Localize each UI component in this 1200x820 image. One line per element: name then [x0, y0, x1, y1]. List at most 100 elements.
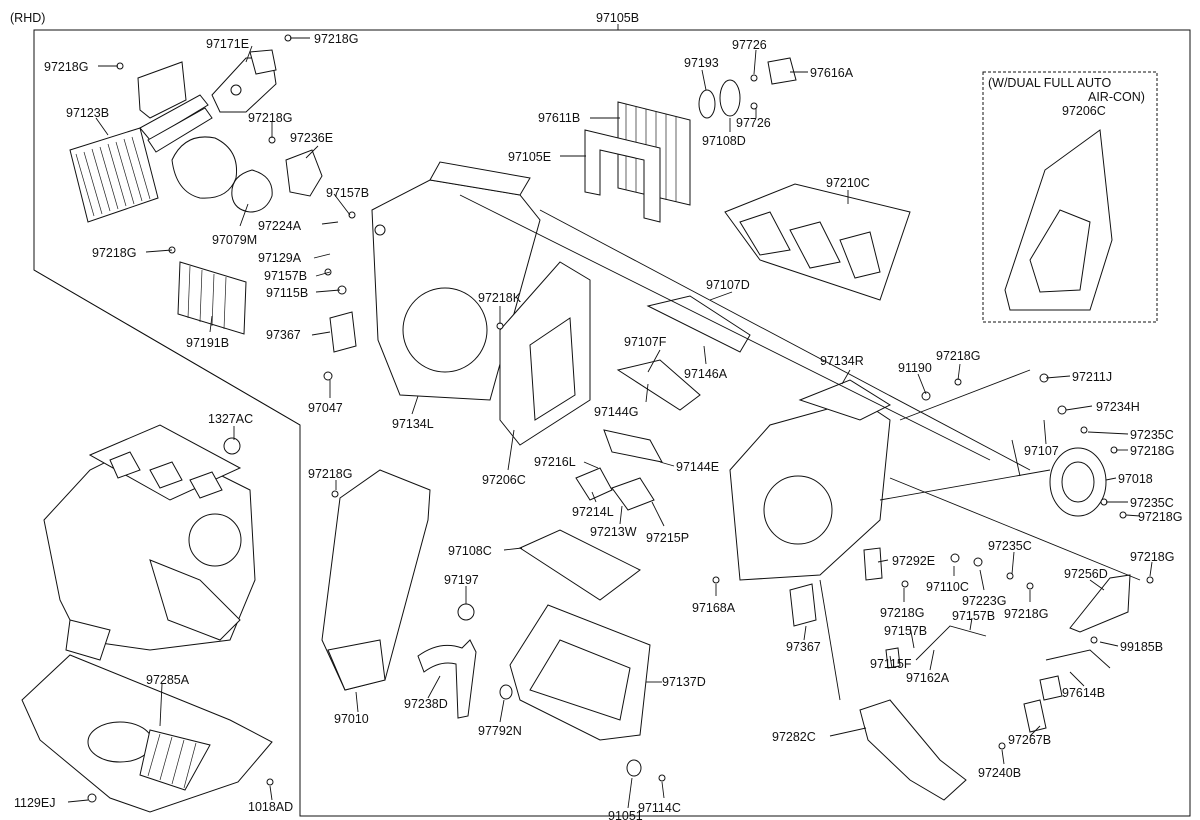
part-label: 97107	[1024, 444, 1059, 458]
part-label: 97144G	[594, 405, 638, 419]
part-label: 97134R	[820, 354, 864, 368]
part-label: 97123B	[66, 106, 109, 120]
part-label: 97367	[266, 328, 301, 342]
top-duct-illustration	[724, 183, 911, 301]
actuator-illustration	[285, 149, 323, 197]
door-piece-illustration	[575, 467, 613, 501]
o-ring-illustration	[698, 89, 716, 119]
lever-illustration	[885, 647, 901, 669]
bushing-illustration	[626, 759, 642, 777]
part-label: 97223G	[962, 594, 1006, 608]
part-label: 97236E	[290, 131, 333, 145]
sensor-illustration-2	[1023, 699, 1047, 733]
part-label: 97107F	[624, 335, 667, 349]
part-label: 97157B	[952, 609, 995, 623]
part-label: 97105E	[508, 150, 551, 164]
part-label: 97162A	[906, 671, 950, 685]
part-label: 97108D	[702, 134, 746, 148]
part-label: 91190	[898, 361, 932, 375]
part-label: 97171E	[206, 37, 249, 51]
part-label: 97367	[786, 640, 821, 654]
part-label: 97238D	[404, 697, 448, 711]
part-label: 97115F	[870, 657, 912, 671]
part-label: 97157B	[884, 624, 927, 638]
drain-tray-illustration	[518, 529, 641, 601]
part-label: 97210C	[826, 176, 870, 190]
part-label: 97146A	[684, 367, 728, 381]
part-label: 97110C	[926, 580, 969, 594]
expansion-valve-illustration	[719, 79, 741, 117]
part-label: 97792N	[478, 724, 522, 738]
part-label: 97018	[1118, 472, 1153, 486]
part-label: 97218G	[314, 32, 358, 46]
assembly-guide-lines	[33, 194, 1141, 701]
part-label: 1327AC	[208, 412, 253, 426]
part-label: 97235C	[1130, 428, 1174, 442]
part-label: 97144E	[676, 460, 719, 474]
part-label: 97134L	[392, 417, 434, 431]
grommet-illustration	[457, 603, 475, 621]
seal-illustration	[584, 129, 661, 223]
part-label: 97256D	[1064, 567, 1108, 581]
door-piece-illustration-2	[611, 477, 655, 511]
part-label: 97197	[444, 573, 479, 587]
filter-illustration	[177, 261, 247, 335]
part-label: 97285A	[146, 673, 190, 687]
harness-illustration	[1045, 649, 1111, 669]
part-label: 97267B	[1008, 733, 1051, 747]
clip-illustration	[499, 684, 513, 700]
part-label: 97213W	[590, 525, 637, 539]
dual-auto-inset-box	[982, 71, 1158, 323]
lower-case-illustration	[509, 604, 651, 741]
side-duct-illustration	[859, 699, 967, 801]
part-label: 97010	[334, 712, 369, 726]
part-label: 97726	[732, 38, 767, 52]
part-label: 97114C	[638, 801, 681, 815]
drain-hose-illustration	[417, 639, 477, 719]
part-label: 97216L	[534, 455, 576, 469]
part-label: 1129EJ	[14, 796, 55, 810]
left-case-illustration	[371, 161, 541, 401]
door-bar-illustration-2	[616, 359, 701, 411]
under-cover-illustration	[21, 654, 273, 813]
part-label: 97218K	[478, 291, 522, 305]
part-label: 97218G	[1004, 607, 1048, 621]
part-label: 97611B	[538, 111, 580, 125]
mode-actuator-illustration	[1069, 574, 1131, 633]
part-label: 97108C	[448, 544, 492, 558]
part-label: 91051	[608, 809, 643, 820]
part-label: 97235C	[1130, 496, 1174, 510]
part-label: 97292E	[892, 554, 935, 568]
heater-core-illustration	[69, 94, 213, 223]
motor-illustration	[1049, 447, 1107, 517]
part-label: 97282C	[772, 730, 816, 744]
part-label: 97240B	[978, 766, 1021, 780]
hvac-assembly-illustration	[43, 424, 256, 661]
part-label: 99185B	[1120, 640, 1163, 654]
part-label: 97218G	[1138, 510, 1182, 524]
part-label: 97218G	[92, 246, 136, 260]
part-label: 97206C	[482, 473, 526, 487]
valve-block-illustration	[767, 57, 797, 85]
part-label: 97218G	[44, 60, 88, 74]
part-label: 97215P	[646, 531, 689, 545]
part-label: 97218G	[1130, 550, 1174, 564]
part-label: 97137D	[662, 675, 706, 689]
center-case-illustration	[499, 261, 591, 446]
part-label: 97726	[736, 116, 771, 130]
part-label: 97168A	[692, 601, 736, 615]
part-label: 97214L	[572, 505, 614, 519]
inset-title-line2: AIR-CON)	[1088, 90, 1145, 104]
part-label: 97218G	[308, 467, 352, 481]
part-label: 97616A	[810, 66, 854, 80]
part-label: 97107D	[706, 278, 750, 292]
door-piece-illustration-3	[603, 429, 663, 463]
part-label: 97129A	[258, 251, 302, 265]
part-label: 97218G	[248, 111, 292, 125]
fasteners-illustration	[87, 34, 1154, 803]
small-duct-illustration	[137, 61, 187, 119]
part-label: 97218G	[880, 606, 924, 620]
part-number-labels: 97171E 97218G 97218G 97123B 97218G 97236…	[14, 32, 1182, 820]
part-label: 97235C	[988, 539, 1032, 553]
